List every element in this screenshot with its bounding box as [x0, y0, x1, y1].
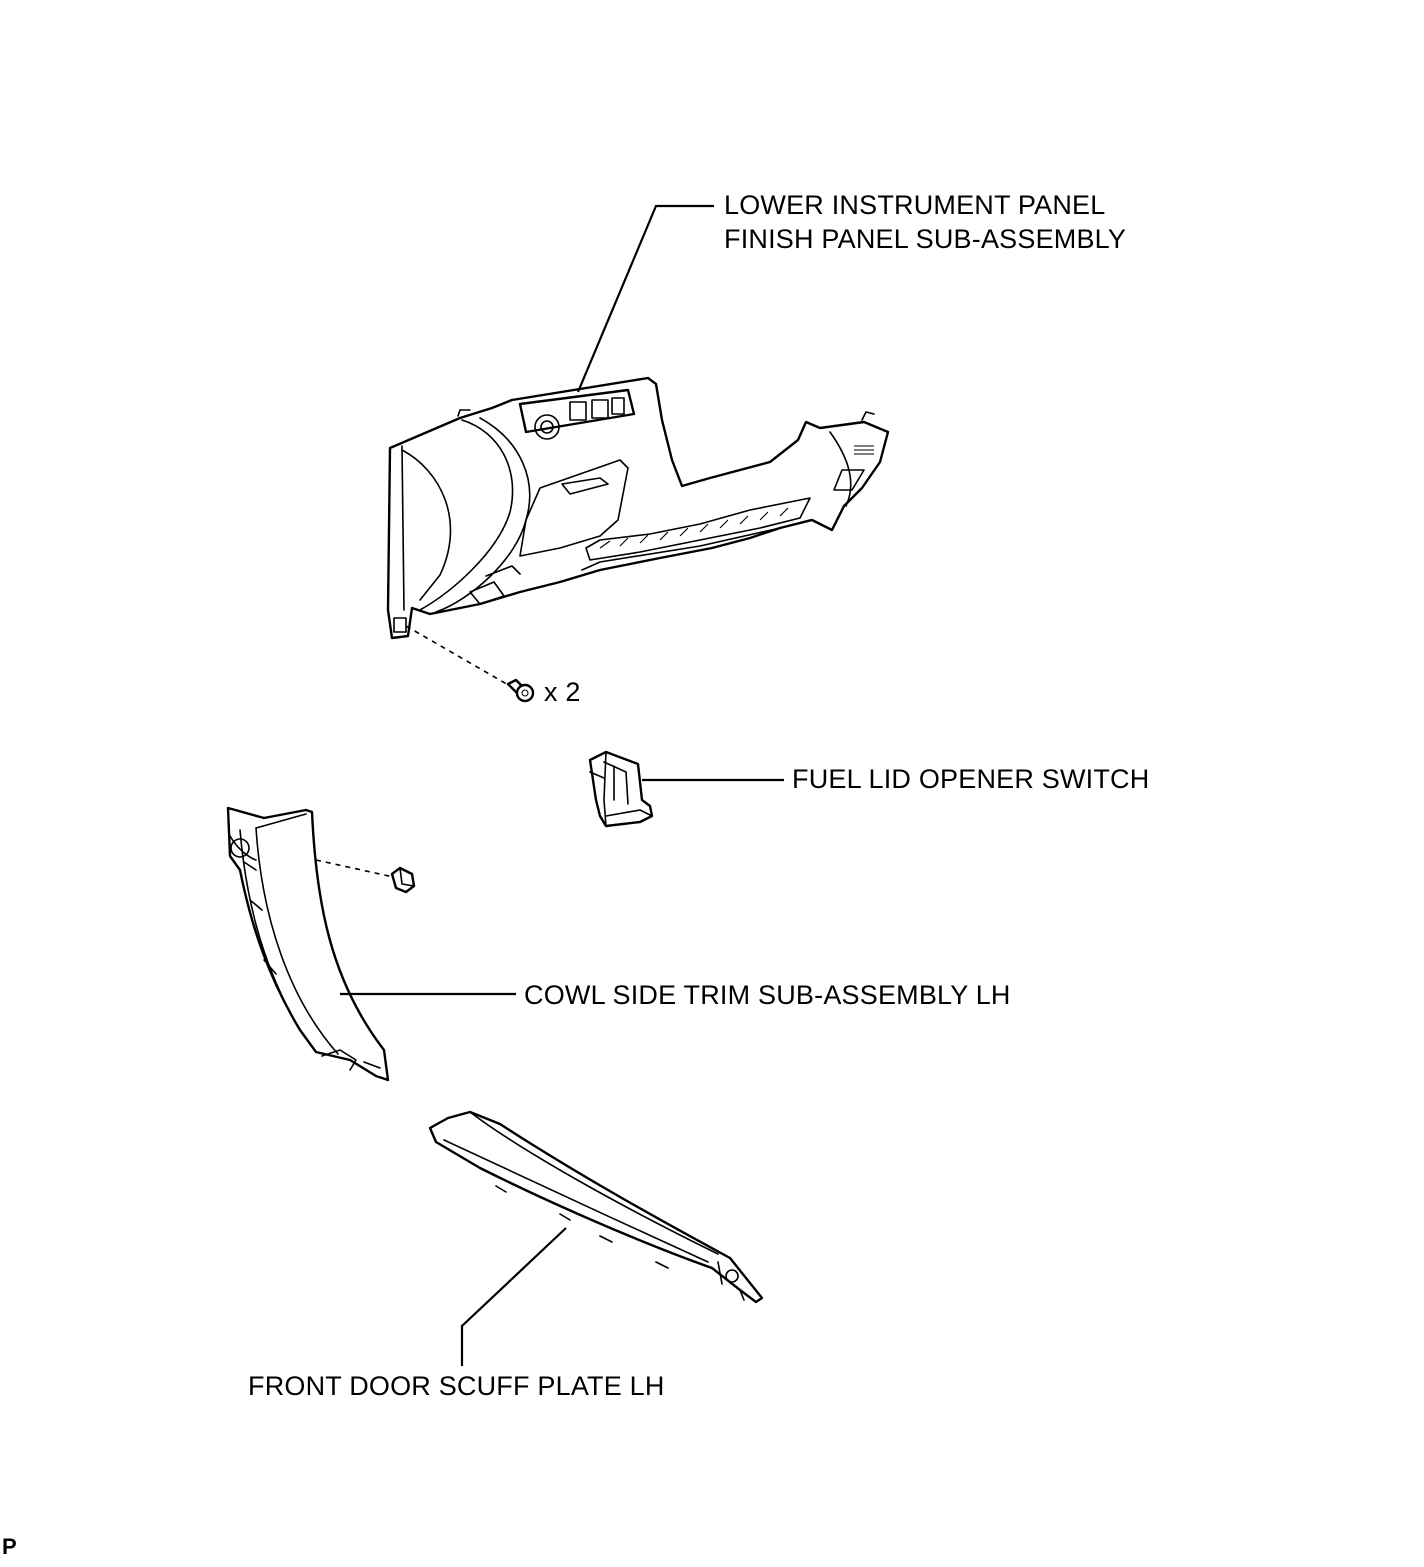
- cowl-side-trim-drawing: [226, 806, 390, 1082]
- label-cowl-side-trim: COWL SIDE TRIM SUB-ASSEMBLY LH: [524, 980, 1011, 1010]
- bolt-icon: [506, 678, 535, 703]
- label-bolt-quantity: x 2: [544, 677, 581, 707]
- bolt-dashed-line: [405, 625, 511, 687]
- scuff-plate-leader: [460, 1227, 567, 1366]
- lower-instrument-panel-drawing: [386, 376, 890, 640]
- label-lower-instrument-panel-line2: FINISH PANEL SUB-ASSEMBLY: [724, 224, 1127, 254]
- clip-dashed-line: [315, 859, 399, 879]
- corner-mark: P: [2, 1534, 17, 1559]
- clip-icon: [390, 866, 416, 894]
- label-front-door-scuff-plate: FRONT DOOR SCUFF PLATE LH: [248, 1371, 665, 1401]
- label-fuel-lid-opener-switch: FUEL LID OPENER SWITCH: [792, 764, 1150, 794]
- fuel-lid-opener-switch-drawing: [588, 750, 654, 828]
- front-door-scuff-plate-drawing: [428, 1110, 764, 1304]
- lower-panel-leader: [576, 204, 714, 393]
- label-lower-instrument-panel-line1: LOWER INSTRUMENT PANEL: [724, 190, 1106, 220]
